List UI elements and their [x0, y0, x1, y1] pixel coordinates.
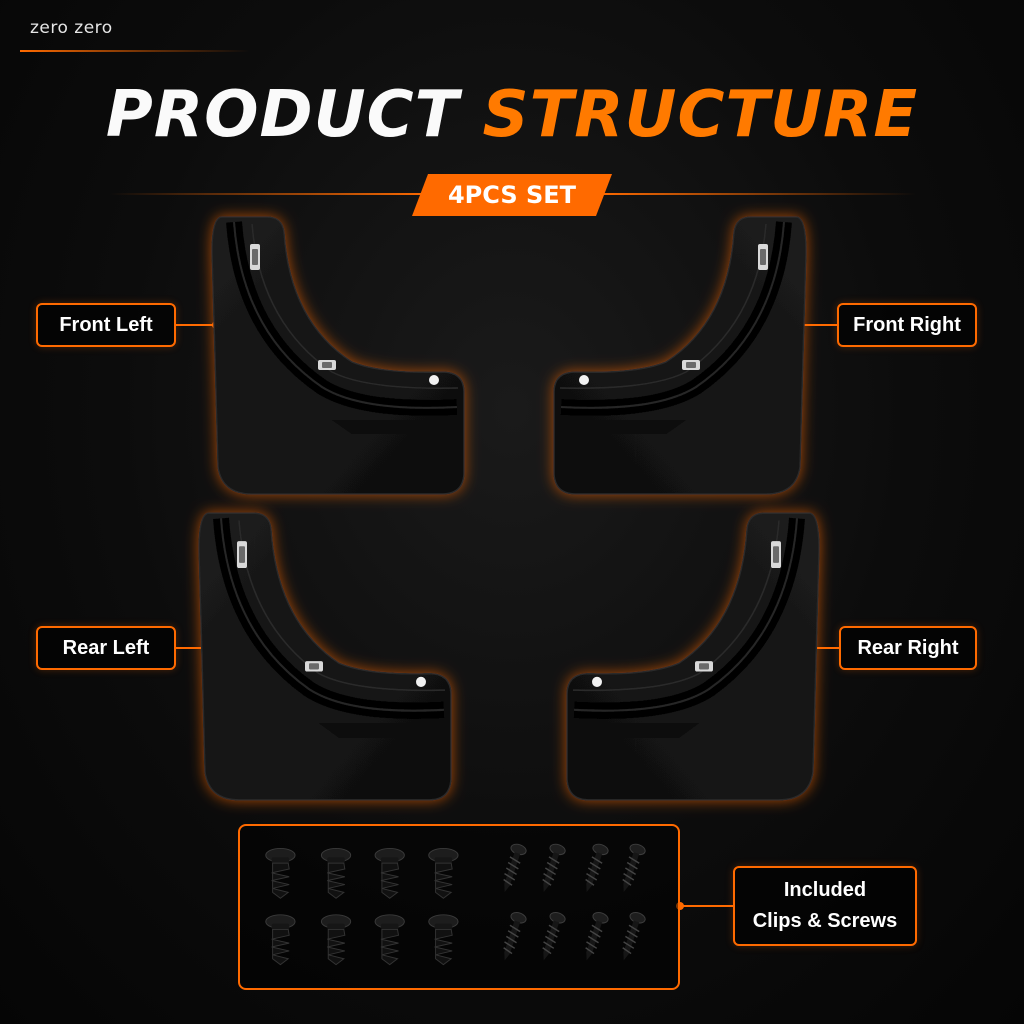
title-rule-right [596, 193, 916, 195]
connector-hardware [682, 905, 733, 907]
mud-flap-rear-left [199, 508, 457, 804]
brand-logo: zero zero [30, 18, 113, 38]
title-word-2: STRUCTURE [482, 78, 919, 152]
label-hardware-line-1: Included [783, 879, 867, 901]
brand-underline [20, 50, 250, 52]
hardware-box [238, 824, 680, 990]
mud-flap-front-left [212, 212, 470, 498]
label-hardware: Included Clips & Screws [733, 866, 917, 946]
hardware-items [265, 841, 648, 966]
label-rear-right: Rear Right [839, 626, 977, 670]
mud-flap-rear-right [561, 508, 819, 804]
title-word-1: PRODUCT [105, 78, 460, 152]
label-hardware-line-2: Clips & Screws [752, 910, 898, 932]
label-front-right: Front Right [837, 303, 977, 347]
set-badge: 4PCS SET [412, 174, 612, 216]
connector-rear-left [176, 647, 208, 649]
connector-rear-right [806, 647, 839, 649]
screw-group [496, 841, 648, 964]
page-title: PRODUCT STRUCTURE [0, 78, 1024, 152]
title-rule-left [110, 193, 430, 195]
connector-dot-hardware [676, 902, 684, 910]
label-rear-left: Rear Left [36, 626, 176, 670]
label-front-left: Front Left [36, 303, 176, 347]
clip-group [265, 847, 459, 966]
mud-flap-front-right [548, 212, 806, 498]
connector-front-left [176, 324, 216, 326]
connector-front-right [800, 324, 837, 326]
